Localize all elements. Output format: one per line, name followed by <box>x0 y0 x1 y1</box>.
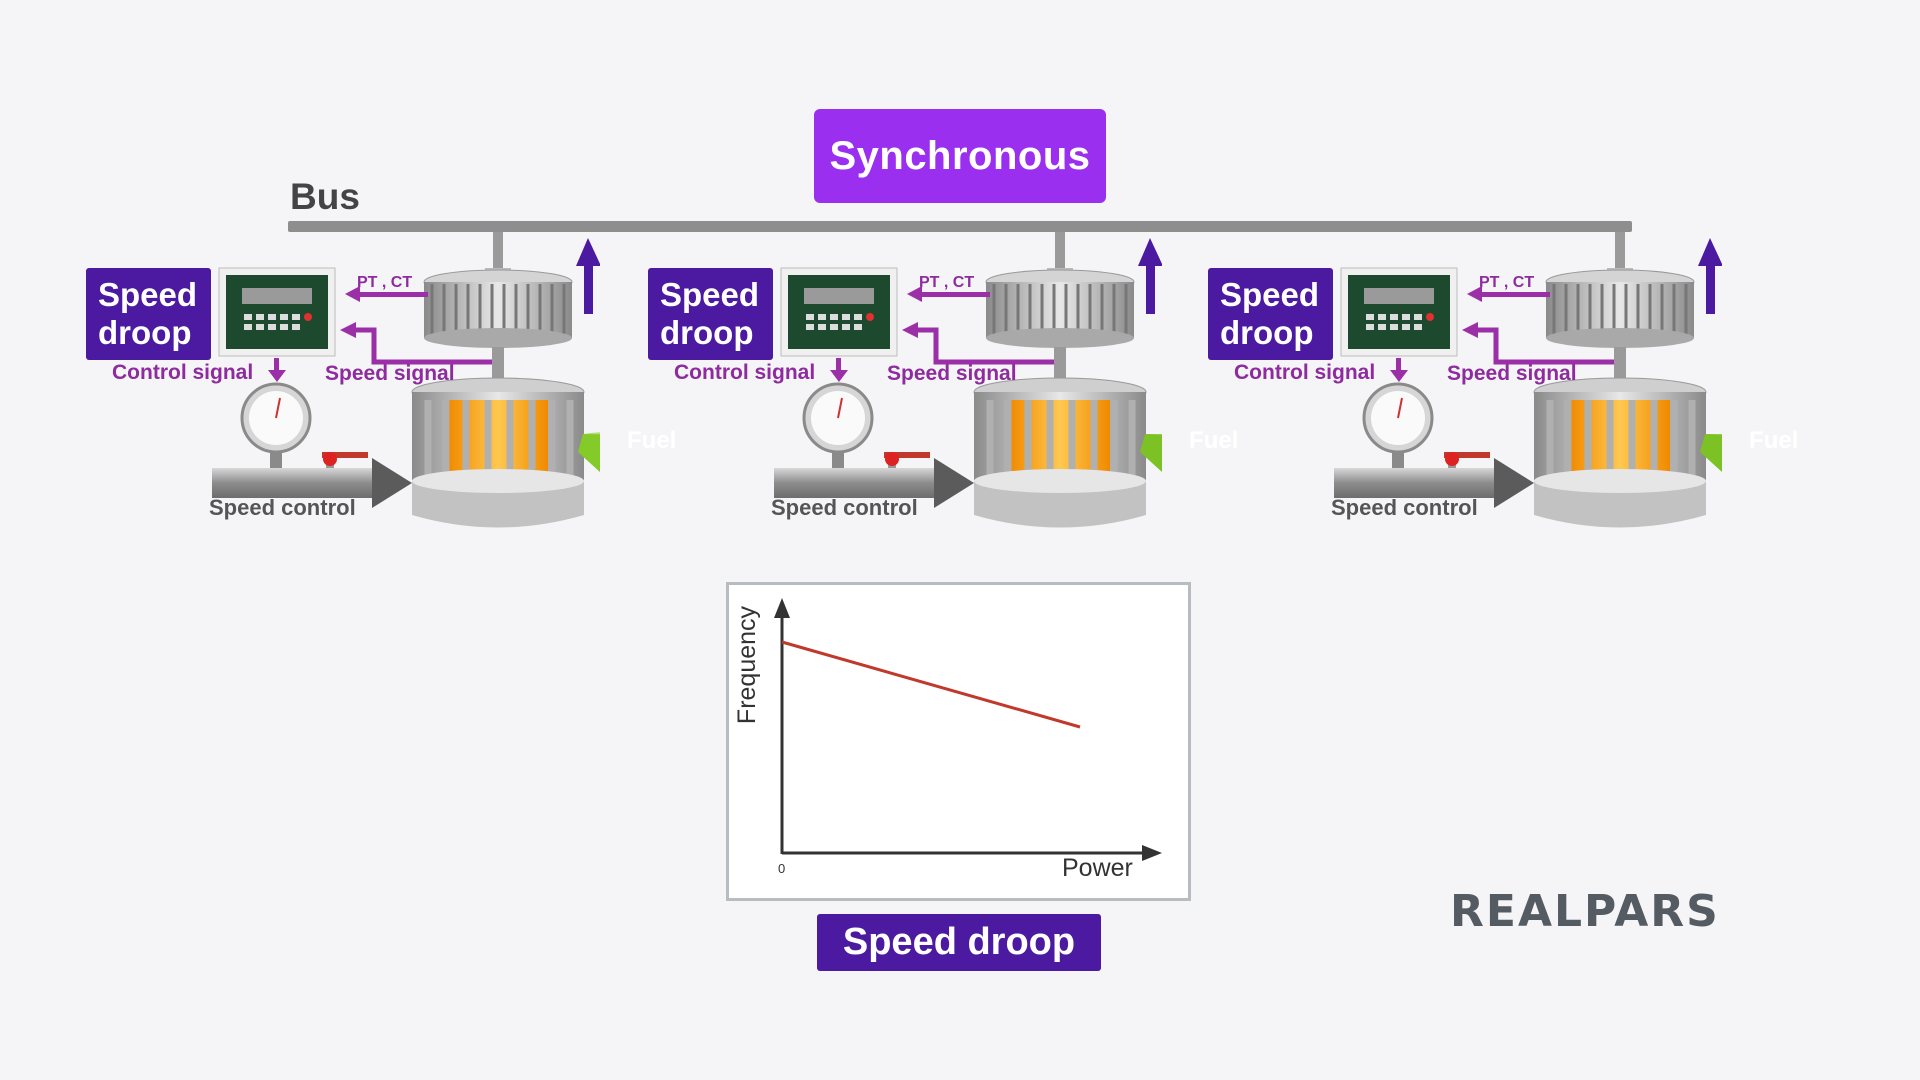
pt-ct-label: PT , CT <box>1479 274 1535 291</box>
speed-droop-chart <box>726 582 1191 901</box>
controller-device-icon <box>1340 267 1458 357</box>
speed-signal-arrow <box>1478 327 1614 365</box>
power-output-arrow-icon <box>1698 238 1722 314</box>
fuel-pipe <box>774 452 974 508</box>
speed-droop-badge: Speed droop <box>86 268 211 360</box>
fuel-arrow-icon <box>1140 434 1162 472</box>
pressure-gauge-icon <box>802 382 874 468</box>
pt-ct-signal-arrow <box>345 286 428 302</box>
fuel-arrow-icon <box>1700 434 1722 472</box>
chart-x-axis-label: Power <box>1062 854 1133 882</box>
speed-droop-badge-line1: Speed <box>98 276 198 313</box>
turbine-icon <box>973 377 1147 528</box>
speed-droop-badge-line2: droop <box>98 314 192 351</box>
speed-droop-caption: Speed droop <box>817 914 1101 971</box>
control-signal-arrow <box>830 358 848 382</box>
fuel-pipe <box>212 452 412 508</box>
speed-droop-badge: Speed droop <box>1208 268 1333 360</box>
turbine-icon <box>411 377 585 528</box>
speed-control-label: Speed control <box>771 495 918 520</box>
power-output-arrow-icon <box>1138 238 1162 314</box>
controller-device-icon <box>218 267 336 357</box>
control-signal-label: Control signal <box>674 361 816 384</box>
fuel-label: Fuel <box>1749 427 1799 454</box>
control-signal-arrow <box>268 358 286 382</box>
pt-ct-signal-arrow <box>907 286 990 302</box>
pt-ct-label: PT , CT <box>919 274 975 291</box>
fuel-label: Fuel <box>627 427 677 454</box>
speed-droop-badge: Speed droop <box>648 268 773 360</box>
synchronous-title-badge: Synchronous <box>814 109 1106 203</box>
pt-ct-label: PT , CT <box>357 274 413 291</box>
speed-control-label: Speed control <box>1331 495 1478 520</box>
chart-y-axis-label: Frequency <box>733 605 761 725</box>
chart-origin-label: 0 <box>778 861 786 876</box>
speed-droop-badge-line1: Speed <box>660 276 760 313</box>
fuel-pipe <box>1334 452 1534 508</box>
control-signal-arrow <box>1390 358 1408 382</box>
generator-unit-3: Speed droop PT , CT Control signal Speed… <box>1122 0 1798 540</box>
generator-unit-graphic <box>1334 232 1722 528</box>
speed-signal-label: Speed signal <box>325 362 455 385</box>
control-signal-label: Control signal <box>1234 361 1376 384</box>
pt-ct-signal-arrow <box>1467 286 1550 302</box>
generator-icon <box>423 269 573 348</box>
speed-signal-label: Speed signal <box>887 362 1017 385</box>
turbine-icon <box>1533 377 1707 528</box>
speed-signal-arrow <box>918 327 1054 365</box>
generator-unit-graphic <box>212 232 600 528</box>
speed-signal-label: Speed signal <box>1447 362 1577 385</box>
fuel-arrow-icon <box>578 432 600 472</box>
realpars-logo: REALPARS <box>1450 886 1720 937</box>
pressure-gauge-icon <box>240 382 312 468</box>
pressure-gauge-icon <box>1362 382 1434 468</box>
speed-control-label: Speed control <box>209 495 356 520</box>
generator-icon <box>985 269 1135 348</box>
generator-icon <box>1545 269 1695 348</box>
generator-unit-1: Speed droop PT , CT Control signal Speed… <box>0 0 676 540</box>
power-output-arrow-icon <box>576 238 600 314</box>
control-signal-label: Control signal <box>112 361 254 384</box>
speed-signal-arrow <box>356 327 492 365</box>
shaft <box>1615 232 1625 277</box>
fuel-label: Fuel <box>1189 427 1239 454</box>
bus-label: Bus <box>290 176 360 217</box>
generator-unit-2: Speed droop PT , CT Control signal Speed… <box>562 0 1238 540</box>
speed-droop-badge-line2: droop <box>1220 314 1314 351</box>
speed-droop-badge-line1: Speed <box>1220 276 1320 313</box>
shaft <box>1055 232 1065 277</box>
controller-device-icon <box>780 267 898 357</box>
shaft <box>493 232 503 277</box>
speed-droop-badge-line2: droop <box>660 314 754 351</box>
generator-unit-graphic <box>774 232 1162 528</box>
bus-bar <box>288 221 1632 232</box>
